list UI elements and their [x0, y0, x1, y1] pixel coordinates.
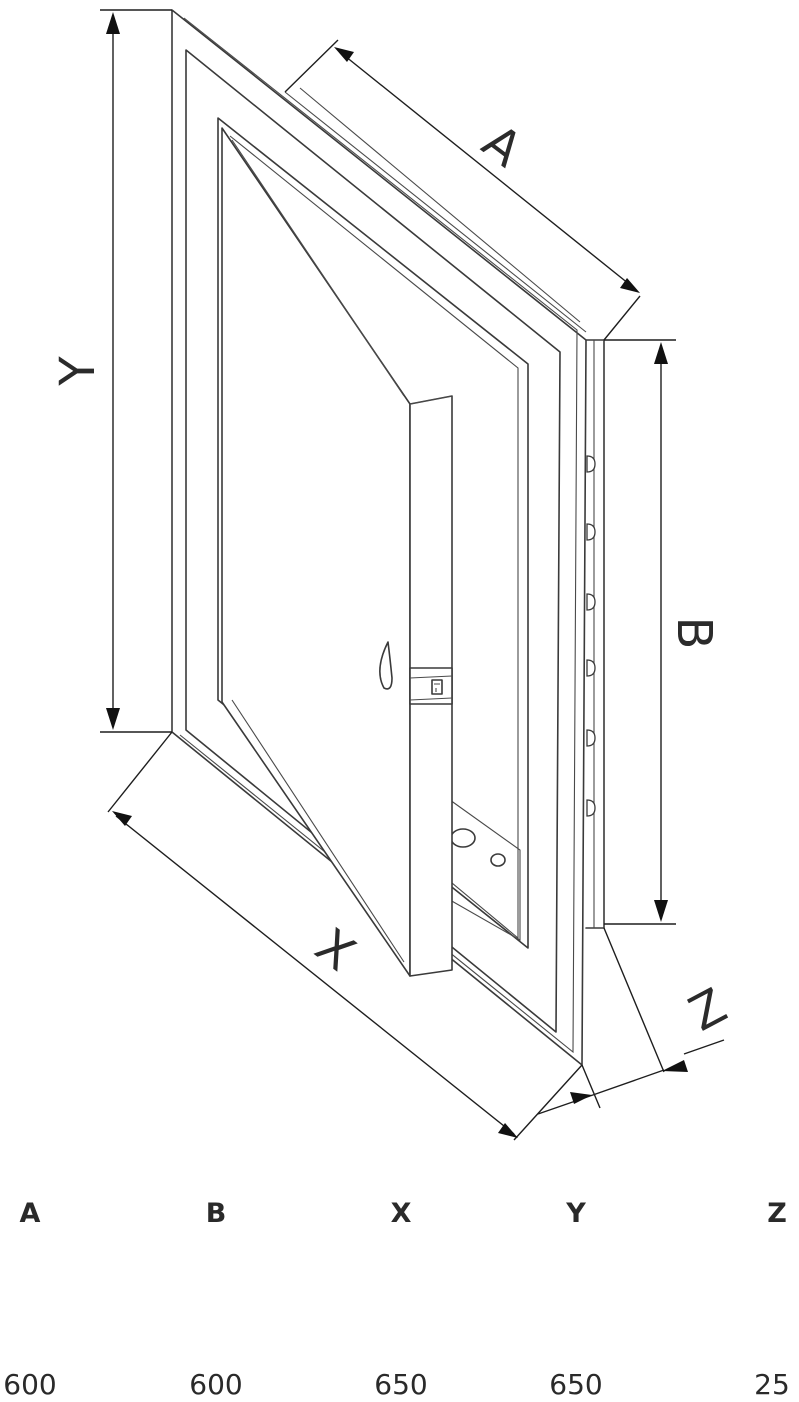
label-z: Z	[680, 978, 735, 1043]
column-header-x: X	[390, 1198, 412, 1229]
bottom-hole-small	[490, 853, 506, 867]
frame-top-edge	[284, 87, 587, 333]
dimension-z: Z	[537, 927, 736, 1115]
opening-outline	[217, 117, 529, 949]
door-handle	[379, 641, 393, 690]
column-header-b: B	[205, 1198, 227, 1229]
door-leaf-inner	[231, 139, 405, 963]
label-x: X	[305, 918, 365, 983]
bottom-plate	[449, 799, 521, 941]
frame-side	[585, 339, 605, 929]
access-panel-drawing: Y A B X Z	[50, 9, 736, 1141]
lock-key-slot	[431, 679, 443, 695]
value-x: 650	[374, 1368, 428, 1401]
column-header-y: Y	[566, 1198, 586, 1229]
label-y: Y	[50, 356, 106, 387]
value-b: 600	[189, 1368, 243, 1401]
dimension-b: B	[604, 339, 722, 925]
lock-key-mark	[434, 683, 440, 692]
value-a: 600	[3, 1368, 57, 1401]
dimension-a: A	[284, 39, 641, 341]
dimension-y: Y	[50, 9, 172, 733]
value-z: 25	[754, 1368, 790, 1401]
hinge-pins	[586, 455, 596, 817]
door-edge-top	[409, 395, 453, 405]
value-y: 650	[549, 1368, 603, 1401]
column-header-z: Z	[767, 1198, 787, 1229]
label-a: A	[472, 114, 532, 179]
column-header-a: A	[19, 1198, 41, 1229]
lock-divider	[409, 675, 453, 701]
flange-front-frame	[185, 49, 561, 1033]
bottom-hole-large	[450, 828, 476, 848]
label-b: B	[666, 617, 722, 650]
